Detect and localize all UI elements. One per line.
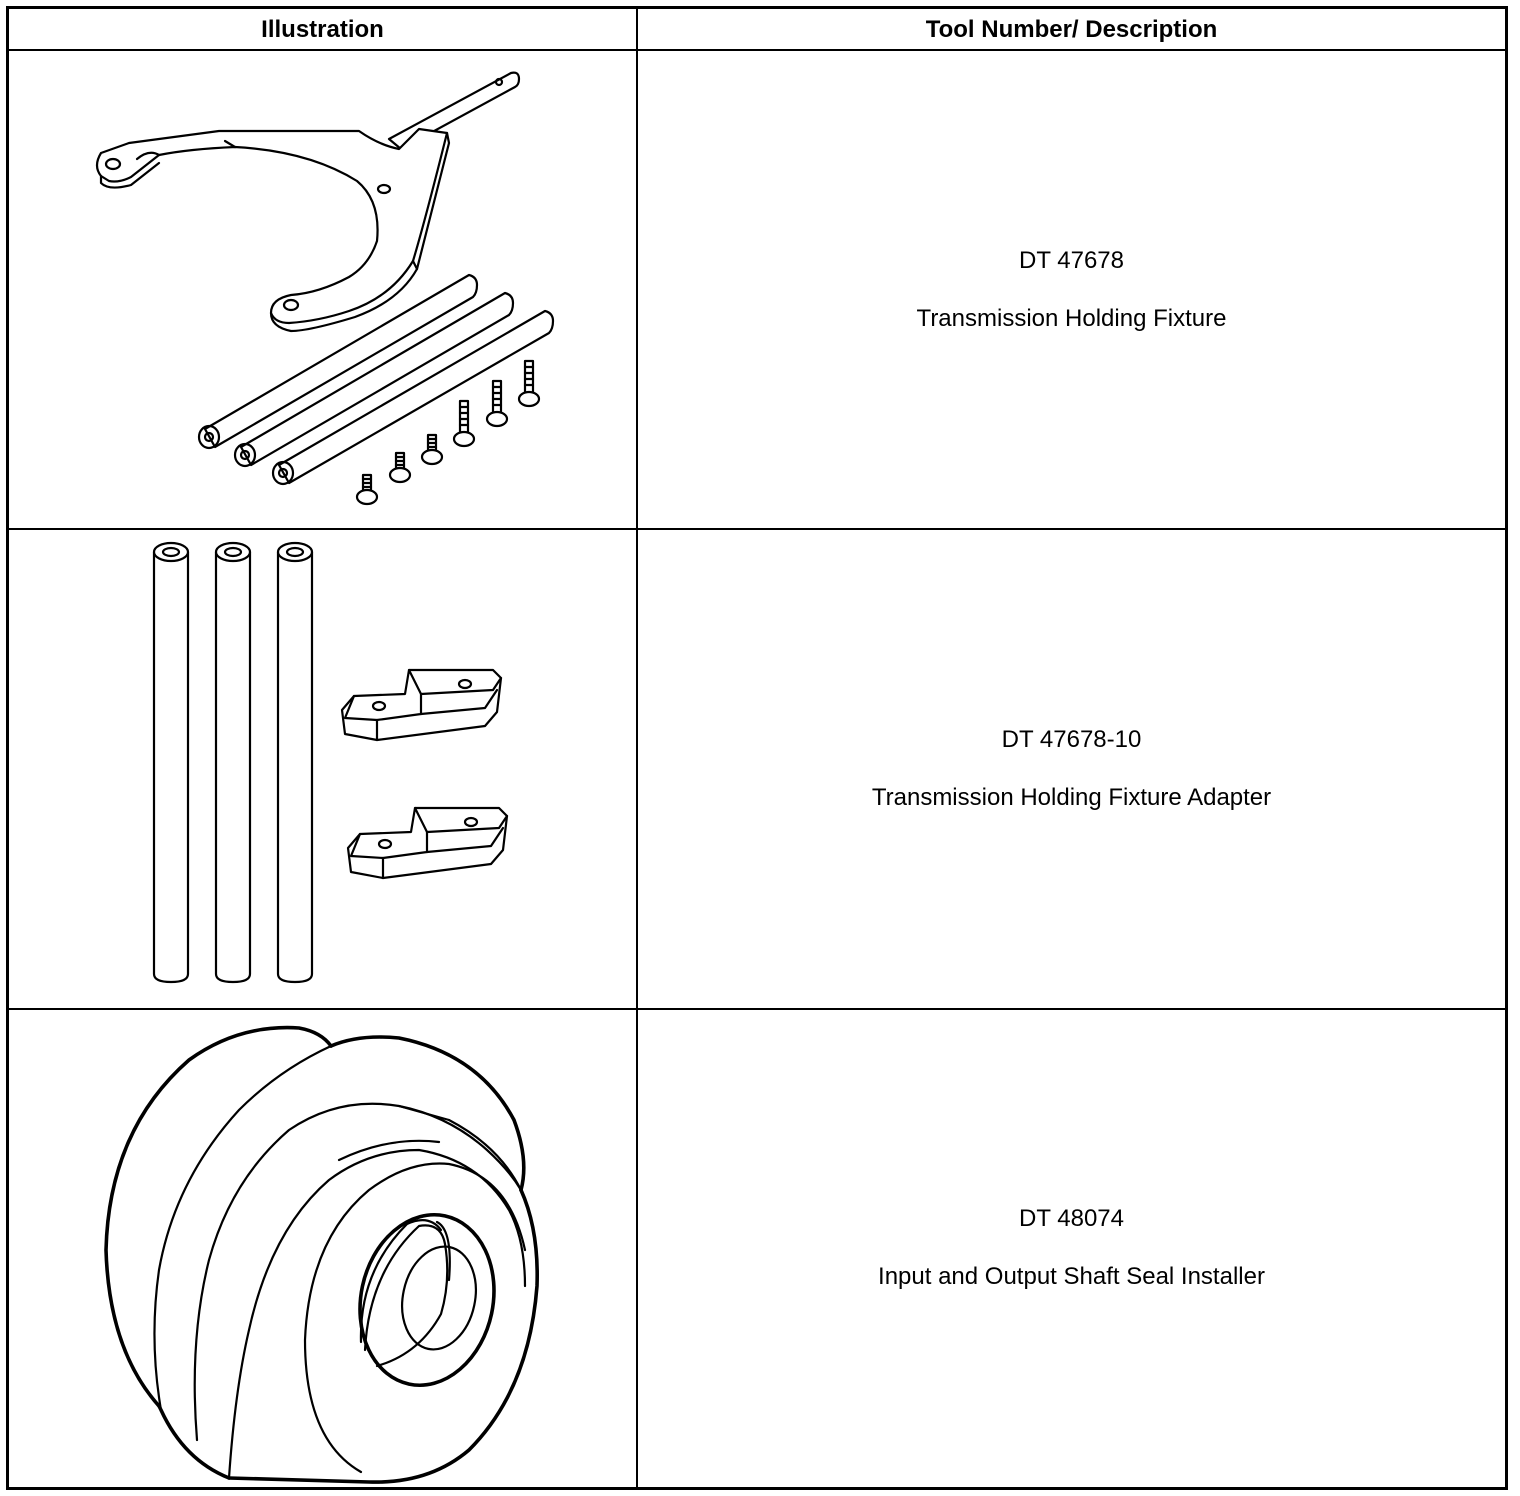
tool-description: Input and Output Shaft Seal Installer: [878, 1263, 1265, 1290]
fixture-adapter-illustration: [9, 530, 636, 1008]
bolt-icon: [355, 473, 379, 506]
bolt-icon: [388, 451, 412, 484]
tool-number: DT 47678-10: [1001, 726, 1142, 753]
header-divider: [9, 49, 1505, 51]
tool-cell-row1: DT 47678 Transmission Holding Fixture: [638, 51, 1505, 528]
tool-number: DT 48074: [1019, 1205, 1124, 1232]
header-tool-description: Tool Number/ Description: [925, 16, 1218, 43]
bolt-icon: [485, 379, 509, 428]
adapter-plate-icon: [340, 668, 503, 742]
bolt-icon: [452, 399, 476, 448]
column-divider: [636, 9, 638, 1487]
tool-table: Illustration Tool Number/ Description: [6, 6, 1508, 1490]
tool-description: Transmission Holding Fixture Adapter: [871, 784, 1272, 811]
header-illustration: Illustration: [261, 16, 384, 43]
bolt-icon: [420, 433, 444, 466]
holding-fixture-illustration: [9, 51, 636, 528]
tool-cell-row3: DT 48074 Input and Output Shaft Seal Ins…: [638, 1010, 1505, 1486]
seal-installer-illustration: [9, 1010, 636, 1486]
tool-cell-row2: DT 47678-10 Transmission Holding Fixture…: [638, 530, 1505, 1008]
adapter-plate-icon: [346, 806, 509, 880]
tool-number: DT 47678: [1019, 246, 1124, 274]
bolt-icon: [517, 359, 541, 408]
row-divider: [9, 528, 1505, 530]
tool-description: Transmission Holding Fixture: [916, 304, 1227, 332]
row-divider: [9, 1008, 1505, 1010]
